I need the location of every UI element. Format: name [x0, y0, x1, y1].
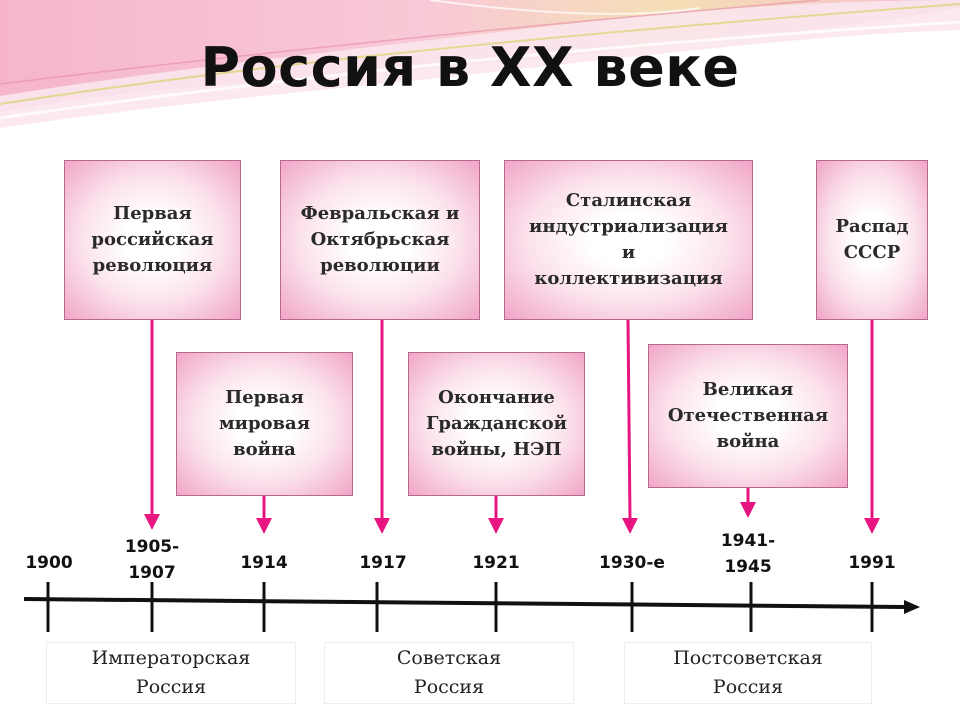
- event-box-1917-revolutions: Февральская и Октябрьская революции: [280, 160, 480, 320]
- year-label-1905-1907: 1905- 1907: [124, 537, 180, 583]
- event-box-industrialization: Сталинская индустриализация и коллективи…: [504, 160, 753, 320]
- timeline-ticks: [46, 582, 874, 632]
- era-post-soviet-russia: Постсоветская Россия: [624, 642, 872, 704]
- year-label-1914: 1914: [240, 553, 288, 573]
- year-label-1991: 1991: [848, 553, 896, 573]
- event-box-civil-war-end: Окончание Гражданской войны, НЭП: [408, 352, 585, 496]
- year-label-1921: 1921: [472, 553, 520, 573]
- event-box-ww1: Первая мировая война: [176, 352, 353, 496]
- event-arrows: [144, 319, 880, 534]
- event-box-ussr-collapse: Распад СССР: [816, 160, 928, 320]
- era-imperial-russia: Императорская Россия: [46, 642, 296, 704]
- arrow-industrialization: [622, 319, 638, 534]
- year-label-1930s: 1930-е: [599, 553, 665, 573]
- arrow-civil-war-end: [488, 496, 504, 534]
- arrow-ww1: [256, 496, 272, 534]
- year-label-1900: 1900: [25, 553, 73, 573]
- year-label-1917: 1917: [359, 553, 407, 573]
- arrow-ussr-collapse: [864, 320, 880, 534]
- arrow-1917-revolutions: [374, 320, 390, 534]
- arrow-ww2: [740, 488, 756, 518]
- timeline-arrowhead: [904, 600, 920, 614]
- arrow-first-revolution: [144, 320, 160, 530]
- page-title: Россия в XX веке: [200, 36, 740, 99]
- timeline-axis: [23, 597, 907, 609]
- event-box-ww2: Великая Отечественная война: [648, 344, 848, 488]
- year-label-1941-1945: 1941- 1945: [720, 531, 776, 577]
- era-soviet-russia: Советская Россия: [324, 642, 574, 704]
- event-box-first-revolution: Первая российская революция: [64, 160, 241, 320]
